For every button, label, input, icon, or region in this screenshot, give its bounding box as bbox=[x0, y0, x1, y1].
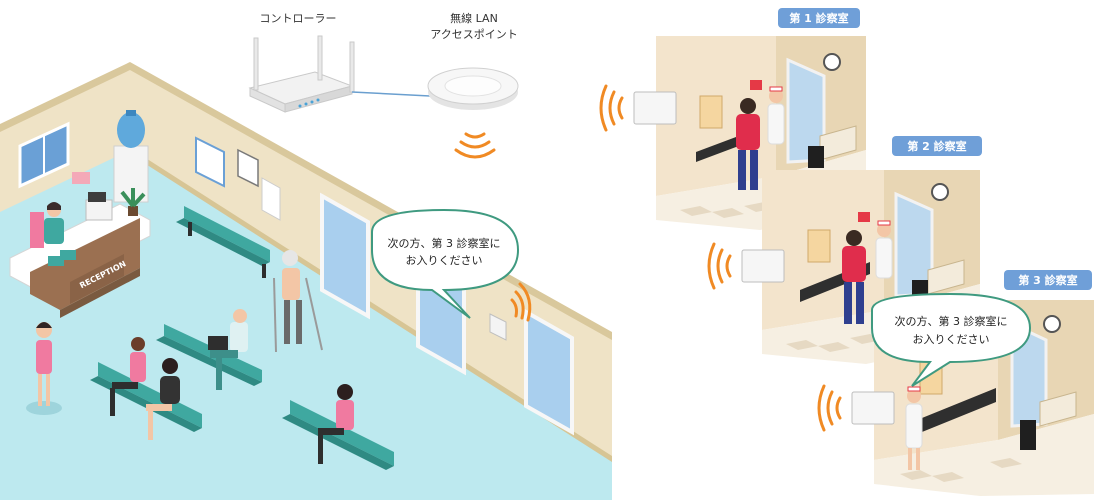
exam-room-1-label: 第 1 診察室 bbox=[789, 11, 848, 25]
exam-room-1-chair bbox=[808, 146, 824, 168]
exam-room-1-nurse bbox=[767, 86, 785, 145]
water-cooler bbox=[113, 110, 149, 203]
exam-room-1-tag bbox=[778, 8, 860, 28]
waiting-room-door-3 bbox=[524, 308, 574, 436]
exam-room-2-nurse bbox=[875, 220, 893, 279]
receptionist-person bbox=[30, 202, 64, 248]
room-3-bubble-line2: お入りください bbox=[913, 333, 990, 346]
anatomy-poster bbox=[807, 229, 831, 263]
waiting-room-scene: RECEPTION bbox=[0, 62, 612, 500]
controller-label: コントローラー bbox=[260, 12, 337, 25]
patient-elderly-crutches bbox=[273, 250, 323, 353]
exam-room-2-call-unit bbox=[741, 249, 785, 283]
desk-plant bbox=[120, 188, 146, 216]
exam-room-3-wifi-icon bbox=[817, 384, 842, 432]
bench-back bbox=[176, 206, 270, 278]
ap-label-line1: 無線 LAN bbox=[450, 11, 498, 25]
exam-room-3-nurse bbox=[905, 386, 923, 470]
notice-poster bbox=[237, 148, 259, 188]
waiting-room-call-unit bbox=[489, 313, 507, 341]
access-point-device bbox=[427, 67, 519, 110]
room-3-bubble-line1: 次の方、第 3 診察室に bbox=[895, 314, 1008, 328]
exam-bed bbox=[922, 388, 996, 432]
controller-device bbox=[248, 35, 355, 113]
patient-woman-sitting-1 bbox=[110, 337, 146, 416]
exam-room-2-label: 第 2 診察室 bbox=[907, 139, 966, 153]
anatomy-poster bbox=[699, 95, 723, 129]
exam-room-2-tag bbox=[892, 136, 982, 156]
reception-monitor bbox=[85, 199, 113, 221]
reception-desk: RECEPTION bbox=[9, 172, 151, 318]
clock-icon bbox=[823, 53, 841, 71]
room-3-speech-bubble: 次の方、第 3 診察室に お入りください bbox=[871, 292, 1032, 387]
exam-room-3-tag bbox=[1004, 270, 1092, 290]
exam-room-2-wifi-icon bbox=[707, 242, 732, 290]
first-aid-icon bbox=[858, 212, 870, 222]
exam-room-3: 第 3 診察室 次の方、第 3 診察室に お入りください bbox=[817, 270, 1094, 496]
first-aid-icon bbox=[750, 80, 762, 90]
exam-room-2-patient bbox=[842, 230, 866, 324]
waiting-room-door-1 bbox=[320, 192, 370, 320]
controller-cable bbox=[351, 91, 431, 97]
clock-icon bbox=[931, 183, 949, 201]
reception-phone bbox=[88, 192, 106, 202]
waiting-room-bubble-line2: お入りください bbox=[406, 254, 483, 267]
exam-room-1-wifi-icon bbox=[599, 84, 624, 132]
ap-label-line2: アクセスポイント bbox=[430, 28, 517, 41]
waiting-room-speech-bubble: 次の方、第 3 診察室に お入りください bbox=[371, 208, 520, 319]
patient-woman-sitting-2 bbox=[146, 358, 180, 440]
exam-room-3-chair bbox=[1020, 420, 1036, 450]
exam-room-1-patient bbox=[736, 98, 760, 190]
notice-board bbox=[195, 136, 225, 188]
patient-woman-sitting-3 bbox=[318, 384, 354, 464]
patient-man-laptop bbox=[208, 309, 248, 390]
laptop bbox=[208, 336, 228, 350]
exam-room-3-call-unit bbox=[851, 391, 895, 425]
notice-paper bbox=[261, 177, 281, 221]
waiting-room-wifi-icon bbox=[510, 282, 532, 322]
waiting-room-bubble-line1: 次の方、第 3 診察室に bbox=[388, 236, 501, 250]
exam-room-1-call-unit bbox=[633, 91, 677, 125]
exam-room-3-label: 第 3 診察室 bbox=[1018, 273, 1077, 287]
ap-wifi-icon bbox=[454, 132, 496, 159]
clock-icon bbox=[1043, 315, 1061, 333]
patient-standing-girl bbox=[26, 322, 62, 415]
exam-room-3-desk bbox=[1039, 391, 1077, 427]
